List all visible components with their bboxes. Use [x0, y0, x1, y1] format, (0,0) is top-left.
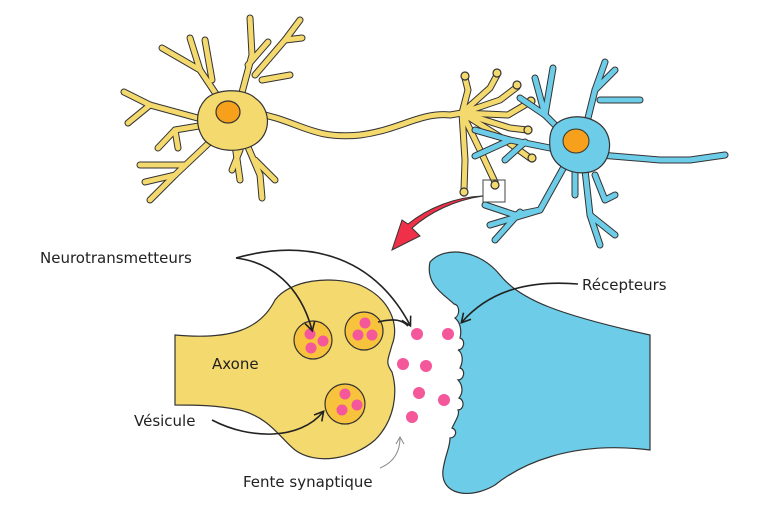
neurotransmitter — [442, 328, 454, 340]
neurotransmitter — [438, 394, 450, 406]
postsynaptic-nucleus — [562, 128, 590, 154]
vesicle-arrow — [211, 409, 325, 435]
neurotransmitter — [406, 411, 418, 423]
neurotransmitter — [397, 358, 409, 370]
label-neurotransmitters: Neurotransmetteurs — [40, 249, 192, 267]
label-synaptic-cleft: Fente synaptique — [243, 473, 373, 491]
vesicle — [324, 383, 366, 425]
neurotransmitters-arrow-1 — [235, 257, 316, 333]
neurotransmitter — [420, 360, 432, 372]
label-vesicle: Vésicule — [134, 412, 195, 430]
receptors-arrow — [460, 282, 579, 324]
vesicle — [293, 320, 333, 360]
presynaptic-neuron — [120, 14, 537, 204]
neurotransmitters-in-cleft — [397, 328, 454, 423]
label-receptors: Récepteurs — [582, 276, 667, 294]
zoom-region-box — [482, 179, 506, 203]
zoom-arrow — [391, 195, 484, 251]
neurotransmitter — [411, 328, 423, 340]
neurotransmitters-arrow-3 — [377, 319, 409, 327]
neurotransmitters-arrow-2 — [235, 249, 412, 328]
vesicle — [344, 311, 384, 351]
axon-terminal — [174, 279, 396, 460]
neurotransmitter — [413, 387, 425, 399]
label-axon: Axone — [212, 355, 259, 373]
synaptic-cleft-arrow — [379, 435, 405, 469]
postsynaptic-dendrite — [428, 251, 651, 494]
presynaptic-nucleus — [215, 100, 241, 124]
postsynaptic-neuron — [471, 58, 729, 249]
